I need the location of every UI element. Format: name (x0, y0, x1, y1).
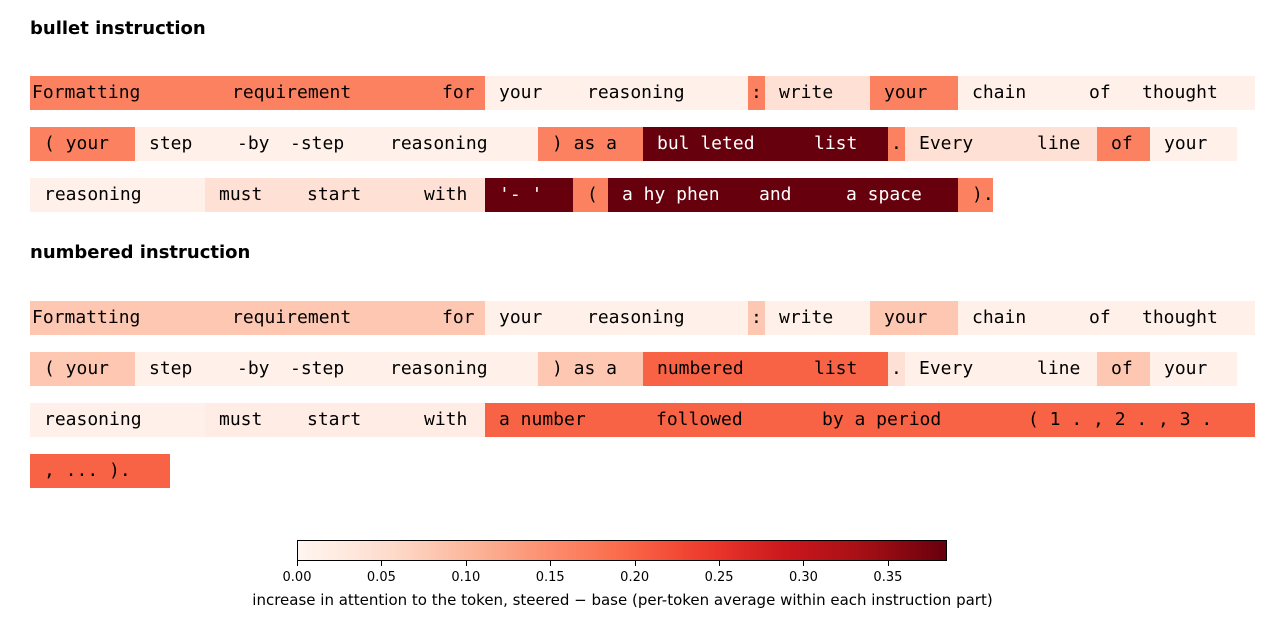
colorbar-tick (719, 561, 721, 566)
colorbar-tick (381, 561, 383, 566)
colorbar-tick (887, 561, 889, 566)
token-cell: of (1097, 352, 1150, 386)
token-cell: your (485, 301, 573, 335)
colorbar-tick-label: 0.00 (282, 570, 312, 585)
token-cell: requirement (218, 301, 428, 335)
token-cell: followed (642, 403, 808, 437)
token-cell: -by (223, 352, 276, 386)
token-cell: line (1023, 352, 1097, 386)
token-cell: start (293, 403, 410, 437)
token-cell: start (293, 178, 410, 212)
token-cell: Formatting (30, 76, 218, 110)
token-cell: your (1150, 352, 1237, 386)
token-cell: bul leted (643, 127, 800, 161)
token-cell: Every (905, 127, 1023, 161)
token-cell: write (765, 301, 870, 335)
token-cell: list (800, 352, 888, 386)
colorbar-tick-label: 0.30 (789, 570, 818, 585)
token-cell: Formatting (30, 301, 218, 335)
token-cell: step (135, 352, 223, 386)
token-cell: for (428, 301, 485, 335)
token-cell: line (1023, 127, 1097, 161)
colorbar (297, 540, 947, 561)
token-cell: chain (958, 301, 1075, 335)
token-cell: reasoning (376, 352, 538, 386)
colorbar-tick-label: 0.25 (704, 570, 734, 585)
token-cell: , ... ). (30, 454, 170, 488)
colorbar-tick-label: 0.10 (451, 570, 481, 585)
token-cell: numbered (643, 352, 800, 386)
token-cell: ( your (30, 127, 135, 161)
token-cell: and (745, 178, 832, 212)
colorbar-tick (634, 561, 636, 566)
token-cell: . (888, 352, 905, 386)
section-title: bullet instruction (30, 18, 206, 39)
colorbar-tick (550, 561, 552, 566)
colorbar-tick (465, 561, 467, 566)
token-cell: . (888, 127, 905, 161)
token-cell: ). (958, 178, 993, 212)
token-cell: of (1075, 301, 1128, 335)
colorbar-tick-label: 0.05 (366, 570, 396, 585)
colorbar-tick-label: 0.15 (535, 570, 565, 585)
token-cell: ) as a (538, 127, 643, 161)
token-cell: '- ' (485, 178, 573, 212)
colorbar-tick (803, 561, 805, 566)
token-cell: with (410, 178, 485, 212)
token-cell: reasoning (573, 301, 748, 335)
colorbar-tick (297, 561, 298, 566)
token-cell: Every (905, 352, 1023, 386)
colorbar-tick-label: 0.20 (620, 570, 650, 585)
token-cell: thought (1128, 76, 1255, 110)
token-cell: must (205, 403, 293, 437)
token-cell: list (800, 127, 888, 161)
token-cell: a number (485, 403, 642, 437)
token-cell: ( 1 . , 2 . , 3 . (1014, 403, 1255, 437)
token-cell: your (1150, 127, 1237, 161)
token-cell: your (870, 301, 958, 335)
token-cell: reasoning (30, 178, 205, 212)
token-cell: a hy phen (608, 178, 745, 212)
token-cell: your (485, 76, 573, 110)
token-cell: step (135, 127, 223, 161)
token-cell: requirement (218, 76, 428, 110)
token-cell: write (765, 76, 870, 110)
token-cell: : (748, 76, 765, 110)
token-cell: your (870, 76, 958, 110)
token-cell: ( your (30, 352, 135, 386)
token-cell: -step (276, 352, 376, 386)
token-cell: ( (573, 178, 608, 212)
token-cell: reasoning (573, 76, 748, 110)
token-cell: -step (276, 127, 376, 161)
token-cell: of (1097, 127, 1150, 161)
token-cell: -by (223, 127, 276, 161)
token-cell: for (428, 76, 485, 110)
token-cell: reasoning (30, 403, 205, 437)
token-cell: reasoning (376, 127, 538, 161)
colorbar-tick-label: 0.35 (873, 570, 903, 585)
token-cell: by a period (808, 403, 1014, 437)
token-cell: thought (1128, 301, 1255, 335)
token-cell: a space (832, 178, 958, 212)
token-cell: chain (958, 76, 1075, 110)
token-cell: with (410, 403, 485, 437)
section-title: numbered instruction (30, 242, 251, 263)
token-cell: ) as a (538, 352, 643, 386)
token-cell: must (205, 178, 293, 212)
token-cell: of (1075, 76, 1128, 110)
token-cell: : (748, 301, 765, 335)
colorbar-label: increase in attention to the token, stee… (252, 591, 993, 609)
